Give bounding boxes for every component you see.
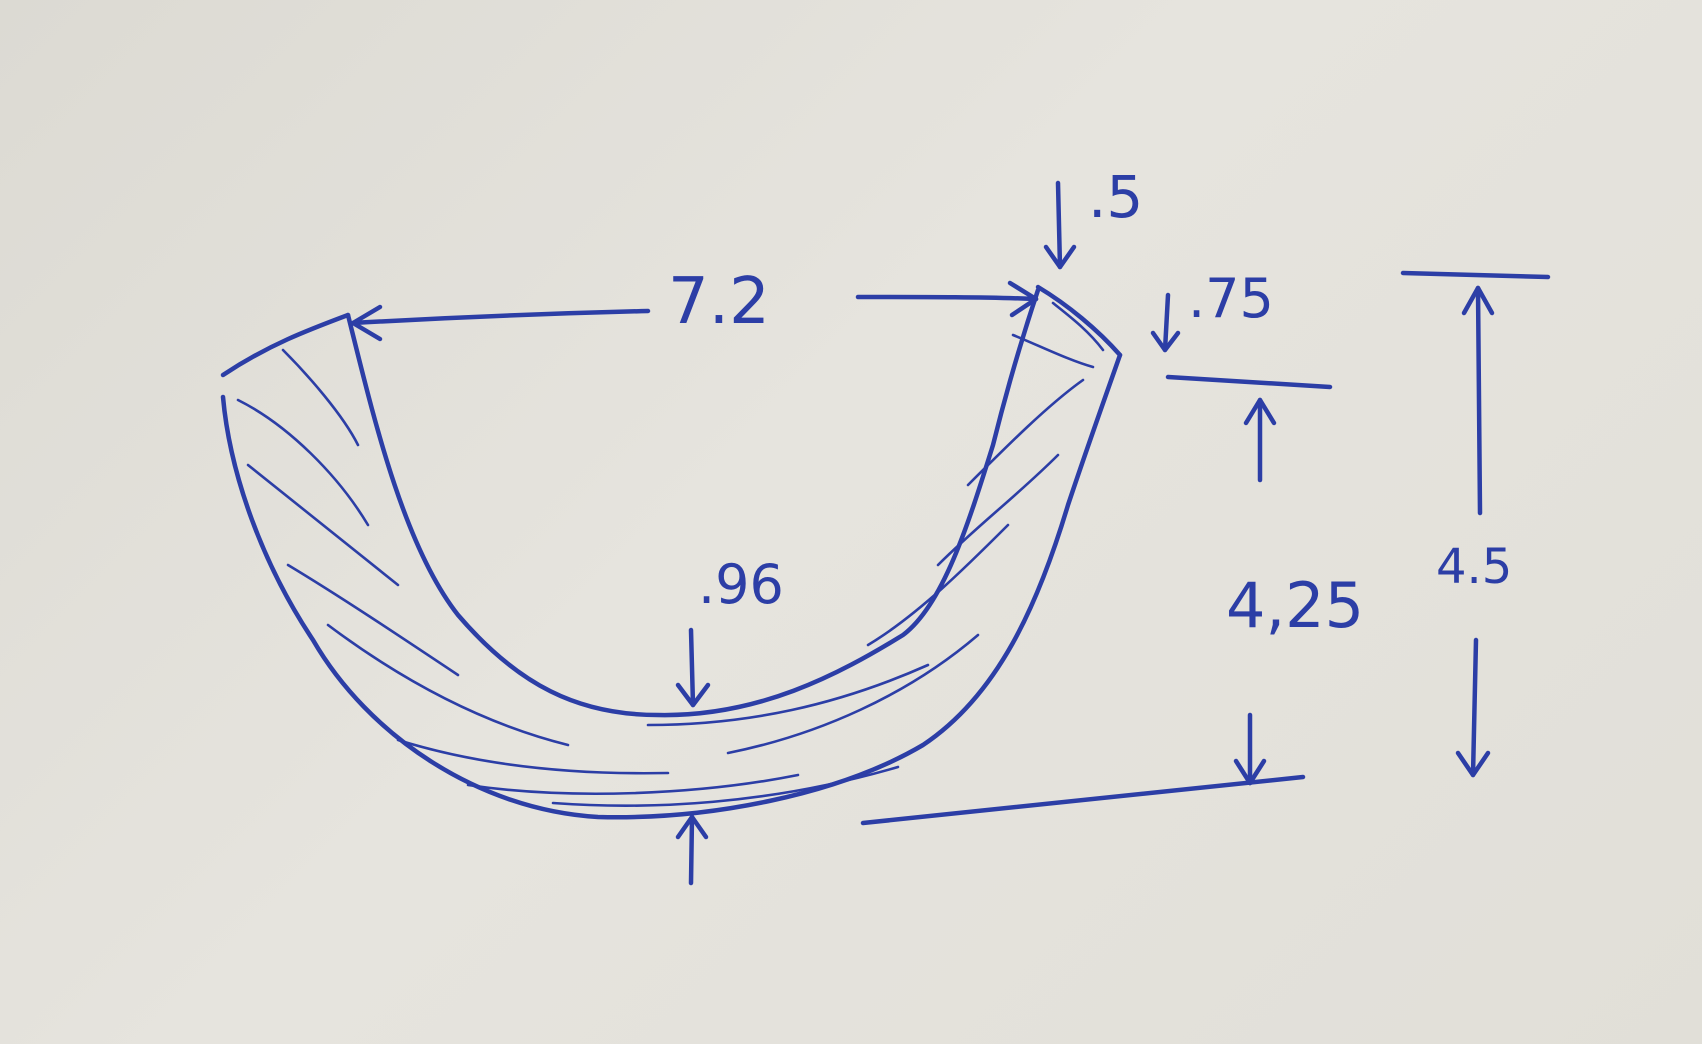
bowl-cross-section-sketch: 7.2 .5 .75 .96: [220, 163, 1551, 886]
dimension-base-thickness: .96: [675, 553, 784, 886]
bowl-right-rim: [1035, 284, 1123, 358]
bowl-outer-profile: [220, 352, 1123, 820]
bowl-inner-profile: [345, 287, 1041, 718]
dimension-label-base-thickness: .96: [698, 553, 784, 616]
dimension-label-outer-height: 4.5: [1436, 539, 1512, 595]
dimension-rim-offset: .5: [1043, 163, 1143, 270]
dimension-outer-height: 4.5: [1400, 270, 1551, 778]
dimension-label-rim-offset: .5: [1088, 163, 1143, 231]
bowl-left-rim: [220, 312, 351, 378]
dimension-inner-depth: 4,25: [860, 374, 1364, 826]
dimension-top-opening: 7.2: [350, 265, 1039, 342]
dimension-rim-thickness: .75: [1150, 267, 1274, 353]
bowl-outline: [220, 284, 1123, 820]
dimension-label-top-opening: 7.2: [668, 265, 770, 339]
dimension-label-inner-depth: 4,25: [1226, 569, 1364, 642]
section-hatching: [236, 301, 1105, 807]
dimension-label-rim-thickness: .75: [1188, 267, 1274, 330]
